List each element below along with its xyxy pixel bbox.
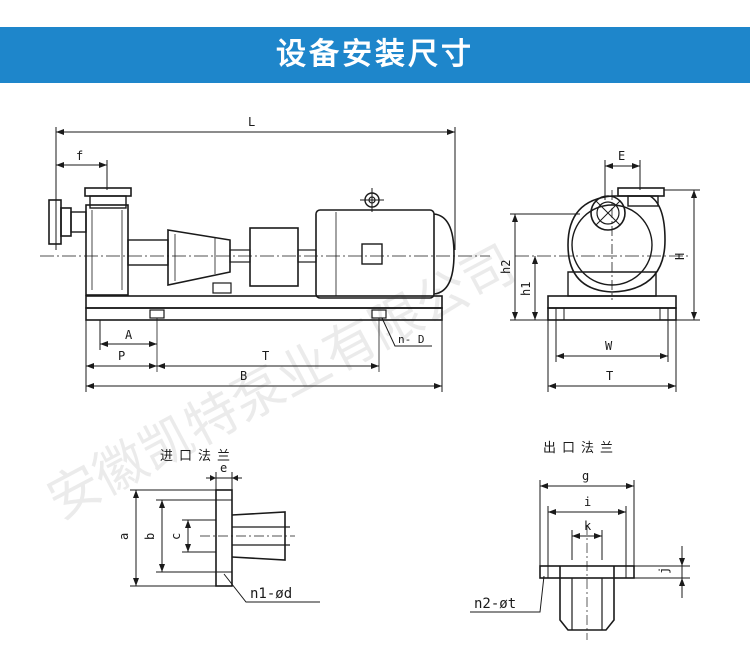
dim-H: H [673,253,687,260]
inlet-flange-spec: n1-ød [250,586,292,602]
outlet-flange-spec: n2-øt [474,596,516,612]
page-title: 设备安装尺寸 [276,37,474,72]
header: 设备安装尺寸 [0,0,750,86]
dim-j: j [657,567,671,574]
inlet-flange-title: 进口法兰 [160,449,236,464]
dim-P: P [118,349,125,363]
pump-side-view: L f [40,115,490,392]
dim-i: i [584,495,591,509]
dim-nD: n- D [398,333,425,346]
dim-a: a [117,533,131,540]
dim-T-side: T [262,349,269,363]
watermark: 安徽凯特泵业有限公司 [38,234,525,531]
title-banner: 设备安装尺寸 [0,27,750,83]
motor-lifting-eye-icon [360,188,384,212]
outlet-flange-detail: 出口法兰 g i k [470,441,690,640]
dim-f: f [76,149,83,163]
dim-A: A [125,328,133,342]
dim-b: b [143,533,157,540]
installation-drawing: 安徽凯特泵业有限公司 L f [38,115,700,640]
dim-g: g [582,469,589,483]
dim-B: B [240,369,247,383]
dim-k: k [584,519,592,533]
dim-L: L [248,115,255,129]
dim-c: c [169,533,183,540]
inlet-flange-detail: 进口法兰 e a [117,449,320,603]
dim-h1: h1 [519,282,533,296]
dim-h2: h2 [499,260,513,274]
dim-T-end: T [606,369,613,383]
dim-e: e [220,461,227,475]
pump-end-view: E h2 [499,149,700,392]
dim-W: W [605,339,613,353]
dim-E: E [618,149,625,163]
outlet-flange-title: 出口法兰 [543,441,619,456]
